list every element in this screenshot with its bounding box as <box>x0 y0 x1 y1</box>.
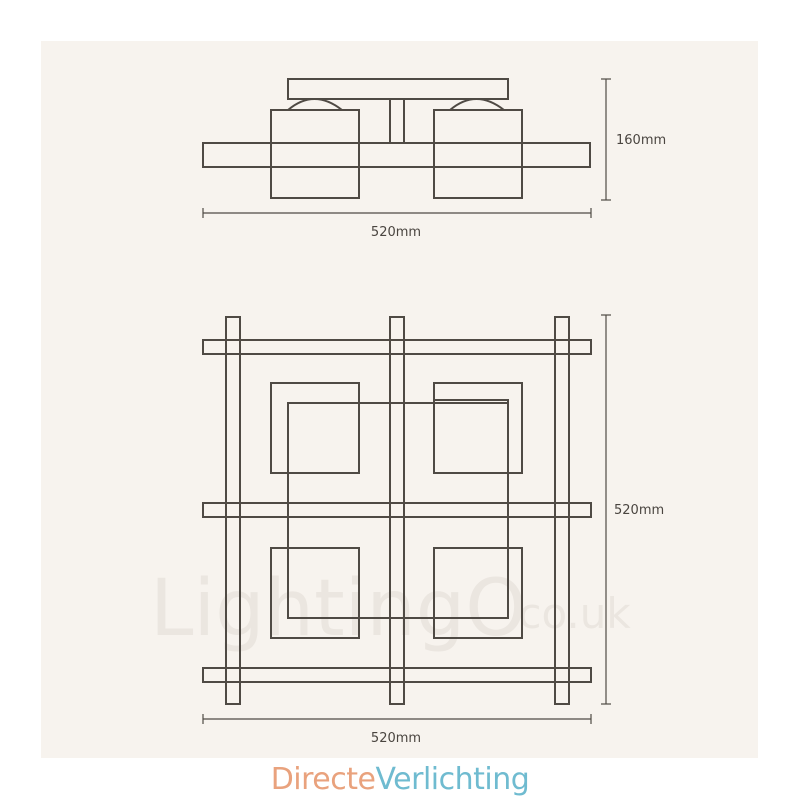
height-label-top: 160mm <box>616 133 666 148</box>
width-dimension-plan: 520mm <box>202 714 592 746</box>
height-label-plan: 520mm <box>614 503 664 518</box>
plan-view <box>202 316 592 705</box>
width-label-plan: 520mm <box>371 731 421 746</box>
bar-vertical-middle <box>389 316 405 705</box>
width-label-top: 520mm <box>371 225 421 240</box>
height-dimension-top: 160mm <box>601 78 666 201</box>
technical-drawing: LightingO .co.uk 160mm 520mm <box>150 78 666 746</box>
bar-vertical-right <box>554 316 570 705</box>
bar-horizontal-bottom <box>202 667 592 683</box>
side-elevation <box>202 78 591 199</box>
ceiling-plate <box>287 78 509 100</box>
bar-vertical-left <box>225 316 241 705</box>
bar-horizontal-top <box>202 339 592 355</box>
shade-top-right <box>433 382 523 474</box>
right-shade <box>433 109 523 199</box>
shade-bottom-right <box>433 547 523 639</box>
inner-frame <box>287 402 509 619</box>
shade-bottom-left <box>270 547 360 639</box>
height-dimension-plan: 520mm <box>601 314 664 705</box>
width-dimension-top: 520mm <box>202 208 592 240</box>
brand-logo: DirecteVerlichting <box>0 762 800 797</box>
center-stem <box>389 98 405 144</box>
bar-horizontal-middle <box>202 502 592 518</box>
drawing-panel <box>41 41 758 758</box>
left-dome <box>287 98 343 111</box>
shade-top-left <box>270 382 360 474</box>
right-dome <box>449 98 505 111</box>
brand-part-2: Verlichting <box>375 762 530 797</box>
watermark-main: LightingO <box>150 564 527 654</box>
brand-part-1: Directe <box>270 762 376 797</box>
side-bar <box>202 142 591 168</box>
left-shade <box>270 109 360 199</box>
